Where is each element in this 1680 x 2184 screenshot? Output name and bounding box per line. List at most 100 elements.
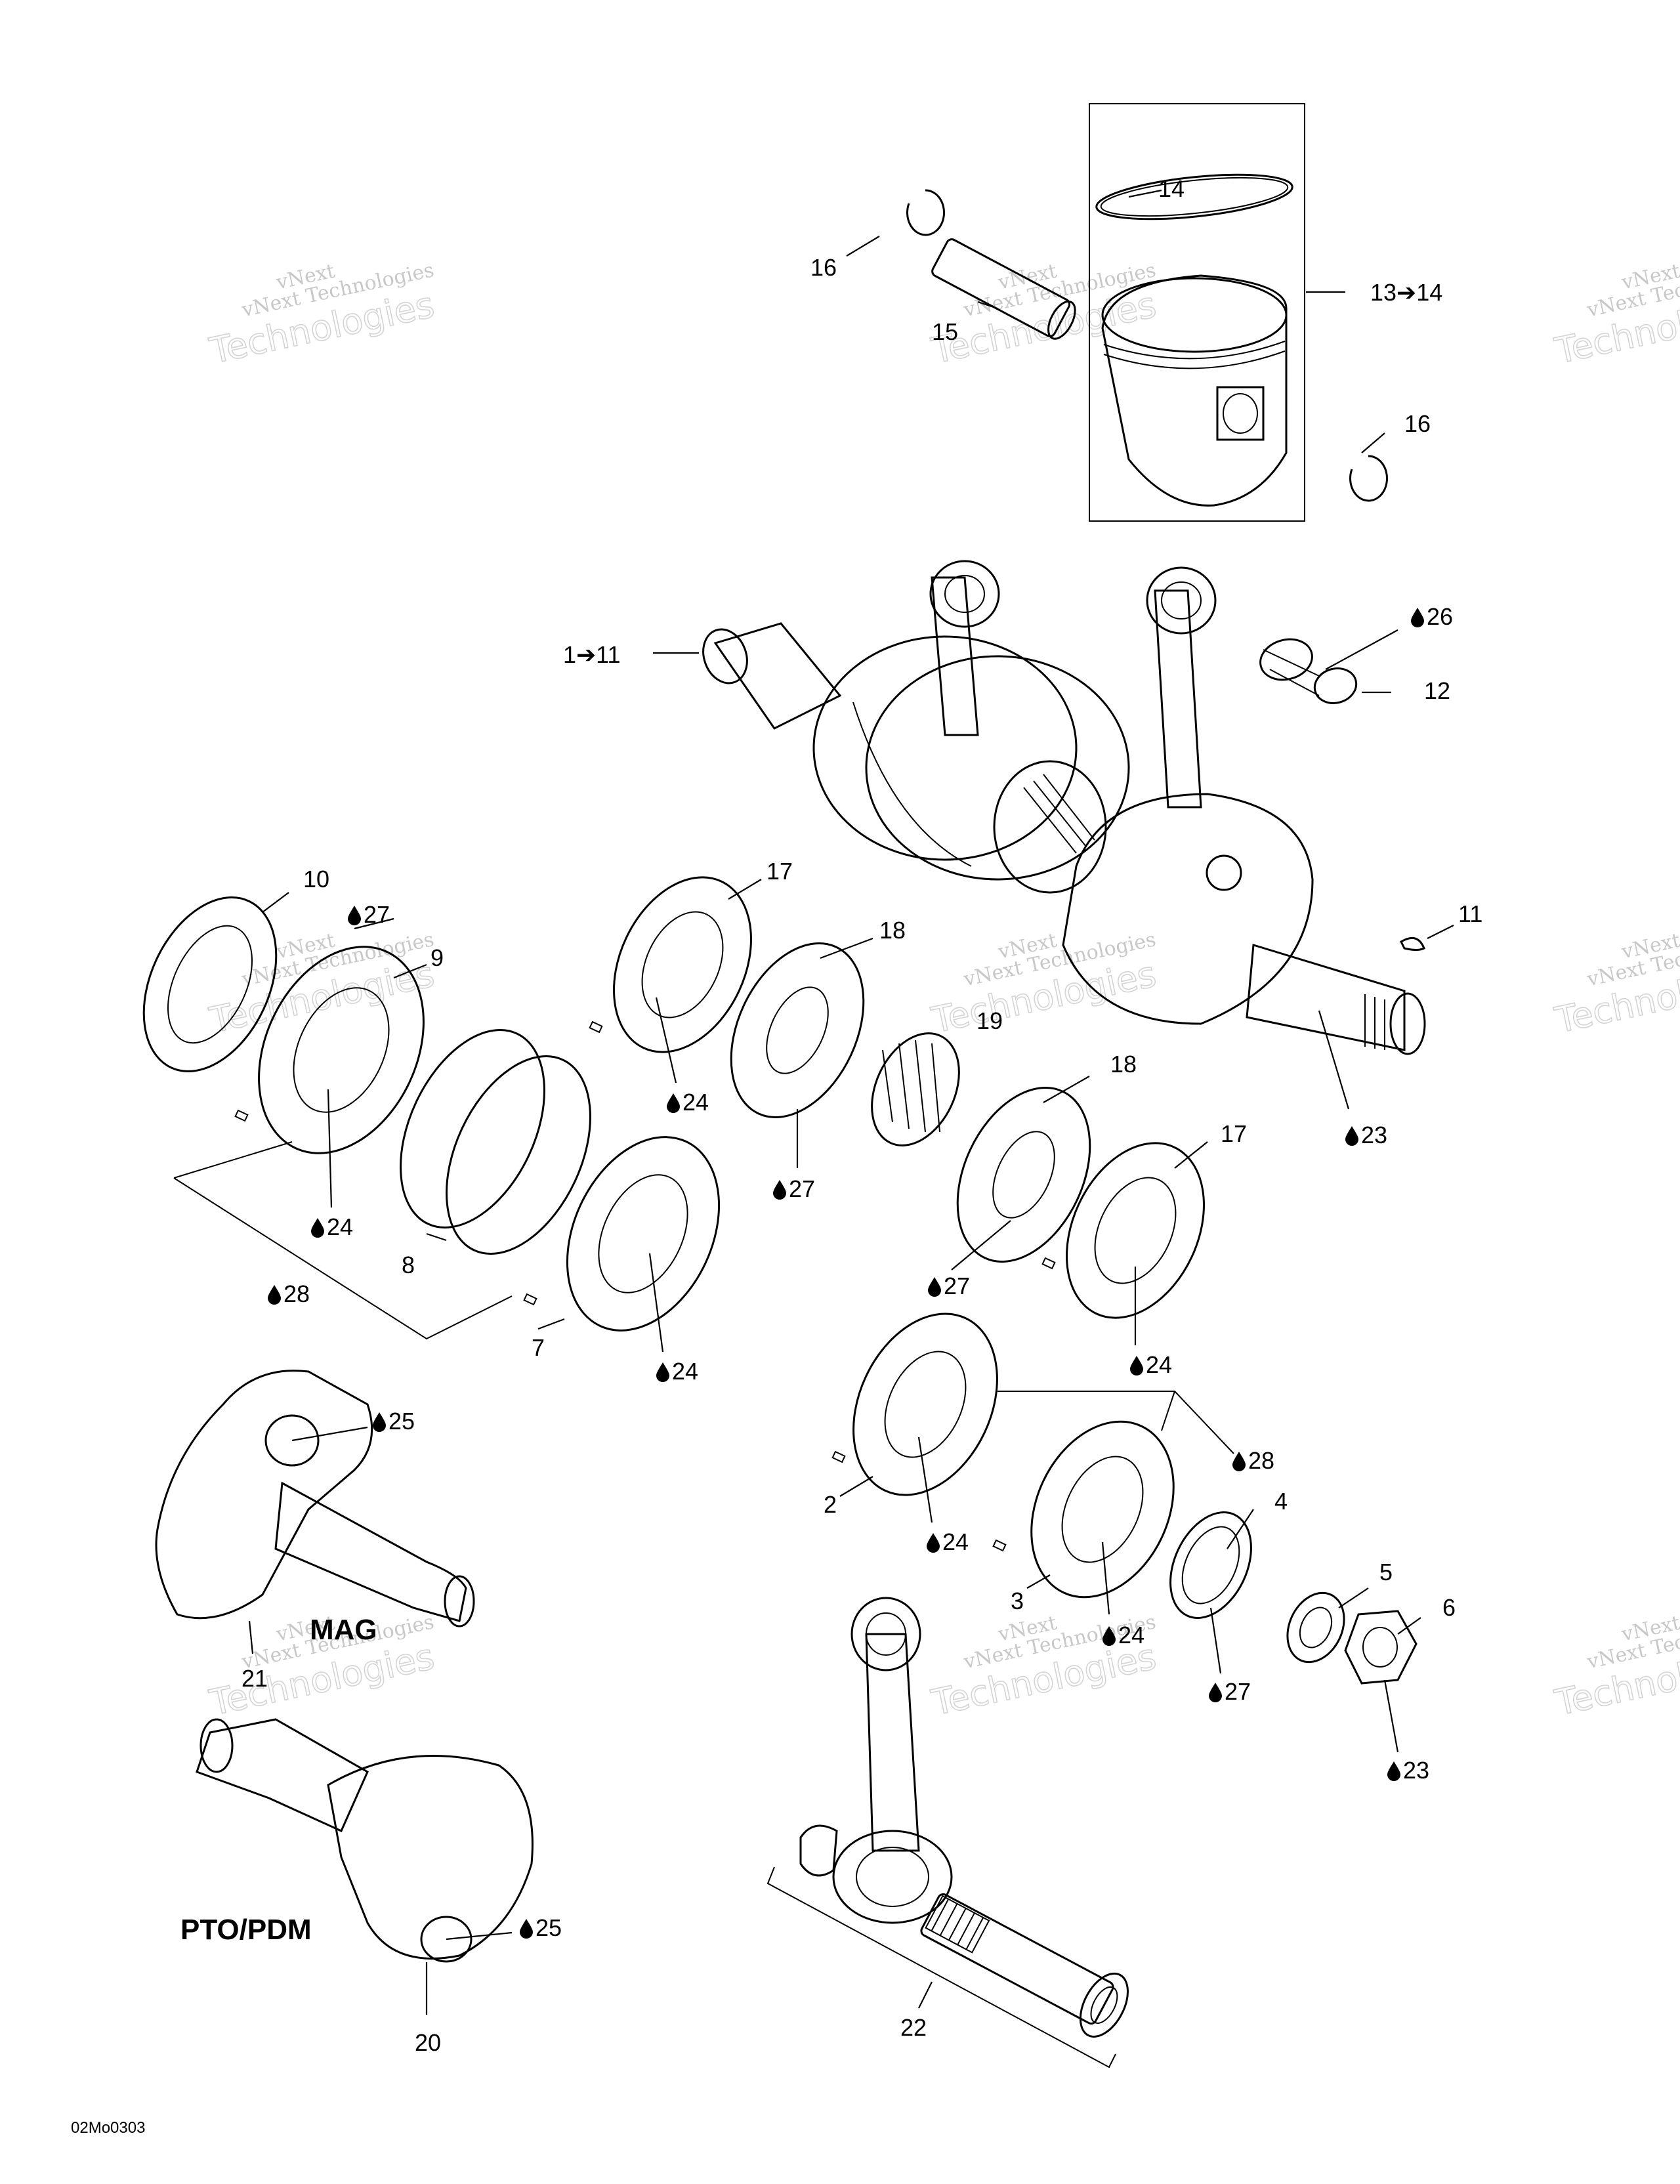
callout-7: 7 [532,1334,545,1361]
ball-bearing-9 [258,946,425,1154]
piston-ring-inner [1100,177,1289,217]
crank-web-left-rear [865,655,1130,881]
oil-drop-icon [373,1412,386,1432]
callout-25: 25 [388,1408,415,1435]
piston-ring-groove [1103,341,1286,360]
snap-ring-8a [400,1029,545,1228]
callout-19: 19 [976,1007,1003,1034]
callout-14: 14 [1158,175,1185,202]
ball-bearing-17b [1066,1142,1205,1319]
oil-drop-icon [268,1285,281,1305]
lower-bearing-stack [831,1312,1418,1685]
callout-25: 25 [536,1914,562,1941]
callout-28: 28 [284,1280,310,1307]
oil-drop-icon [656,1362,669,1382]
rod-small-end-left [929,560,1000,628]
ball-bearing-17a [613,876,752,1053]
oil-drop-icon [1130,1356,1143,1376]
piston-assembly [906,103,1388,522]
oil-drop-icon [1387,1761,1400,1781]
callout-10: 10 [303,866,329,892]
callout-22: 22 [900,2014,927,2041]
callout-18: 18 [879,917,906,944]
crank-gear [993,760,1107,894]
callout-28: 28 [1248,1447,1274,1474]
callout-24: 24 [1118,1622,1144,1648]
crankshaft-assembly [702,560,1426,1055]
ball-bearing-7 [566,1136,721,1332]
oil-seal-10 [142,896,278,1072]
pto-bearing-stack [589,876,1205,1319]
needle-bearing [1259,638,1358,704]
callout-8: 8 [402,1251,415,1278]
oil-drop-icon [348,906,361,925]
callout-27: 27 [1225,1678,1251,1705]
callout-15: 15 [932,318,958,345]
mag-bearing-stack [142,896,721,1340]
shaft-thread [1389,992,1426,1055]
callout-23: 23 [1361,1122,1387,1148]
callout-27: 27 [364,901,390,928]
callout-labels: 14 13➔14 16 15 16 1➔11 26 12 11 23 10 27… [71,175,1482,2137]
piston [1101,274,1288,507]
connecting-rod-right [1154,589,1202,808]
mag-label: MAG [310,1614,377,1646]
watermark-group: vNext vNext Technologies Technologies vN… [205,259,1680,1724]
lock-washer-5 [1286,1591,1345,1664]
callout-27: 27 [789,1175,815,1202]
callout-16: 16 [810,254,837,281]
snap-ring-8b [446,1055,591,1255]
piston-ring-groove [1103,350,1286,369]
callout-13: 13➔14 [1370,279,1442,306]
oil-drop-icon [773,1180,786,1200]
pto-half-crank [196,1718,534,1963]
callout-4: 4 [1274,1488,1288,1515]
callout-20: 20 [415,2029,441,2056]
oil-drop-icon [1345,1126,1358,1146]
callout-24: 24 [1146,1351,1172,1378]
oil-drop-icon [1209,1683,1222,1702]
callout-6: 6 [1442,1594,1456,1621]
crank-web-right [1062,793,1314,1025]
callout-24: 24 [682,1089,709,1116]
rod-small-end-right [1146,566,1217,635]
callout-3: 3 [1011,1587,1024,1614]
oil-seal-18a [730,942,865,1118]
oil-drop-icon [927,1533,940,1553]
leader-lines [248,189,1454,2015]
nut-6 [1344,1610,1418,1685]
piston-ring [1095,173,1293,220]
bracket-28b [998,1391,1234,1454]
bracket-22 [766,1866,1116,2068]
bracket-28a [173,1141,513,1340]
mag-shaft-end [713,622,842,730]
piston-crown [1101,277,1288,353]
callout-24: 24 [942,1528,969,1555]
callout-12: 12 [1424,677,1450,704]
callout-16: 16 [1404,410,1431,437]
oil-drop-icon [1411,608,1424,627]
callout-23: 23 [1403,1757,1429,1784]
figure-code: 02Mo0303 [71,2119,145,2137]
pto-shaft-end [1246,944,1406,1051]
callout-1: 1➔11 [563,641,621,668]
callout-17: 17 [1221,1120,1247,1147]
ball-bearing-2 [852,1312,998,1496]
oil-drop-icon [928,1277,941,1297]
drive-gear-19 [871,1032,960,1146]
oil-seal-4 [1169,1511,1252,1619]
piston-kit-frame [1089,103,1305,522]
mag-half-crank [155,1370,475,1628]
callout-21: 21 [242,1665,268,1692]
piston-pin-boss [1216,386,1265,441]
oil-drop-icon [311,1218,324,1238]
connecting-rod-left [931,576,979,736]
pto-label: PTO/PDM [180,1914,312,1946]
oil-drop-icon [1232,1452,1246,1471]
oil-drop-icon [667,1093,680,1113]
ball-bearing-3 [1030,1420,1175,1599]
piston-pin-hole [1223,393,1258,434]
callout-11: 11 [1458,900,1482,927]
callout-17: 17 [766,858,793,885]
